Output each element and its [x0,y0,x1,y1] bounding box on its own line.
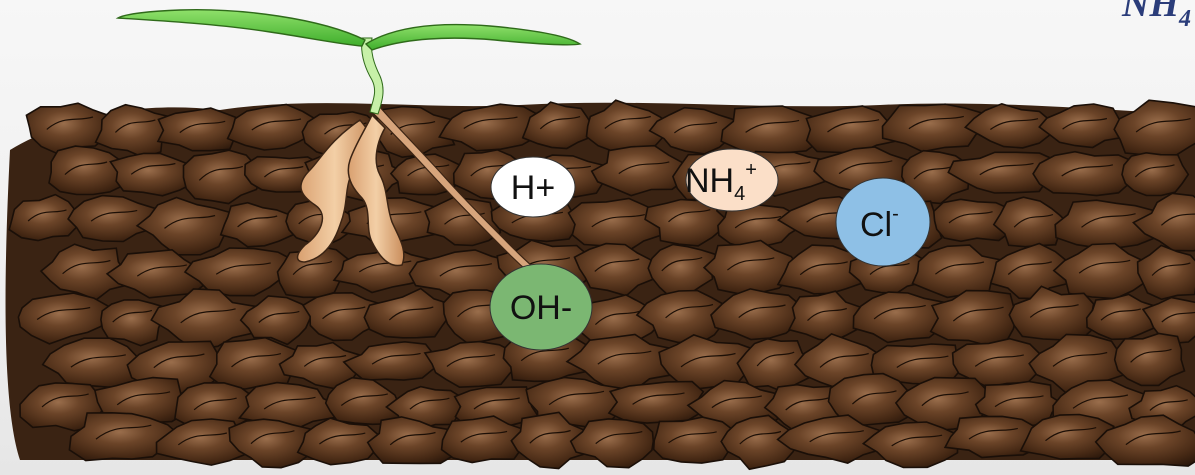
ion-nh4-sub: 4 [734,183,745,205]
leaf-right [366,25,580,50]
corner-formula: NH4 [1121,0,1191,32]
svg-text:NH4: NH4 [1121,0,1191,32]
plant-seedling-icon [118,10,580,114]
leaf-left [118,10,365,46]
ion-nh4: NH4+ [685,149,778,211]
soil-clod-icon [229,419,312,468]
ion-cl: Cl- [836,178,930,266]
ion-nh4-base: NH [685,162,734,200]
corner-formula-sub: 4 [1178,6,1191,32]
soil-clod-icon [1033,152,1136,196]
corner-formula-base: NH [1121,0,1180,25]
soil-clod-icon [158,108,242,151]
ion-h-plus-label: H+ [511,169,555,207]
soil-clod-icon [1114,100,1195,156]
ion-oh: OH- [490,264,592,350]
soil-clod-icon [1122,153,1188,196]
ion-nh4-sup: + [745,159,757,181]
soil-clod-icon [609,382,703,424]
ion-h-plus: H+ [491,157,575,217]
ion-oh-label: OH- [510,289,572,327]
ion-cl-base: Cl [860,206,892,244]
ion-cl-sup: - [892,203,899,225]
